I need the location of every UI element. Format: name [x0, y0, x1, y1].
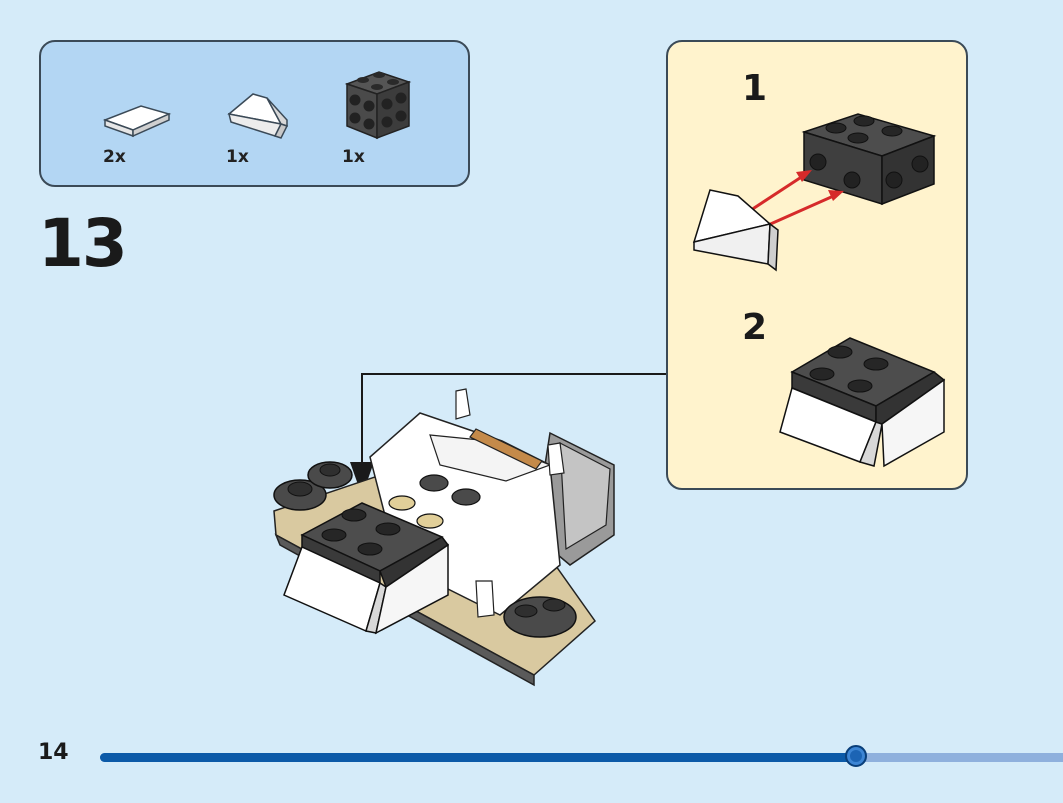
- sub-assembly-box: 1 2: [666, 40, 968, 490]
- white-slope-part-icon: [225, 90, 293, 142]
- brick-quantity: 1x: [342, 147, 365, 167]
- white-tile-part-icon: [101, 100, 173, 140]
- substep-label-1: 1: [742, 68, 768, 109]
- progress-bar-fill: [100, 753, 856, 762]
- progress-bar: [100, 745, 1063, 767]
- placement-arrow: [350, 462, 374, 496]
- substep-1-illustration: [688, 94, 948, 288]
- substep-label-2: 2: [742, 307, 768, 348]
- tile-quantity: 2x: [103, 147, 126, 167]
- page-number: 14: [38, 740, 69, 765]
- parts-list-box: 2x 1x 1x: [39, 40, 470, 187]
- black-brick-part-icon: [341, 62, 413, 146]
- step-number: 13: [38, 205, 128, 282]
- substep-2-illustration: [778, 332, 948, 476]
- slope-quantity: 1x: [226, 147, 249, 167]
- progress-indicator-icon: [845, 745, 867, 767]
- model-illustration: [270, 385, 630, 699]
